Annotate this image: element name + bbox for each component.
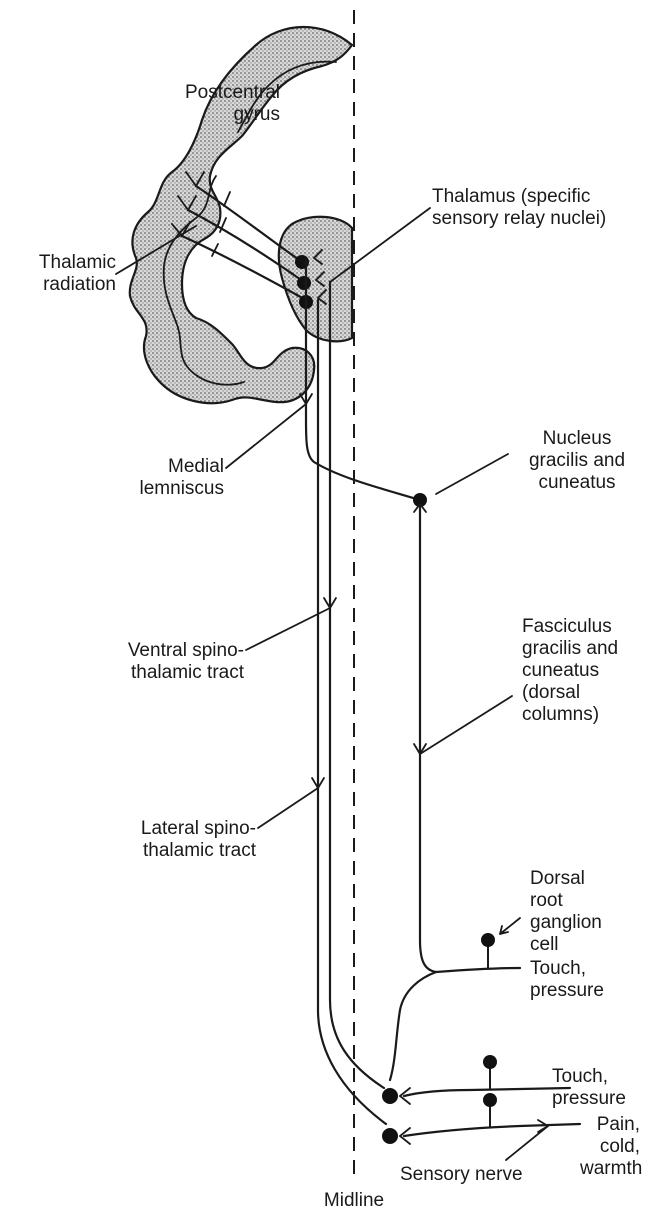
label-line: thalamic tract: [90, 662, 244, 684]
pain-cold-warmth-nerve: [404, 1124, 580, 1136]
dorsal-column-fiber: [420, 506, 436, 972]
lateral-tract-cell-body: [382, 1128, 398, 1144]
label-line: Touch,: [552, 1066, 626, 1088]
label-line: Nucleus: [522, 428, 632, 450]
touch-pressure-collateral-1: [390, 972, 436, 1080]
label-line: sensory relay nuclei): [432, 208, 606, 230]
label-line: warmth: [580, 1158, 640, 1180]
thalamus-nucleus: [279, 217, 352, 342]
label-line: Lateral spino-: [100, 818, 256, 840]
lateral-spinothalamic-tract: [318, 300, 386, 1124]
label-line: Sensory nerve: [400, 1164, 523, 1186]
ventral-tract-cell-body: [382, 1088, 398, 1104]
label-line: cell: [530, 934, 602, 956]
label-fasciculus: Fasciculus gracilis and cuneatus (dorsal…: [522, 616, 618, 726]
label-line: Thalamic: [0, 252, 116, 274]
label-line: cold,: [580, 1136, 640, 1158]
label-touch-pressure-2: Touch, pressure: [552, 1066, 626, 1110]
label-line: thalamic tract: [100, 840, 256, 862]
dorsal-root-ganglion-cell-1: [481, 933, 495, 947]
label-line: (dorsal: [522, 682, 618, 704]
label-touch-pressure-1: Touch, pressure: [530, 958, 604, 1002]
label-pain-cold-warmth: Pain, cold, warmth: [580, 1114, 640, 1180]
label-line: Touch,: [530, 958, 604, 980]
leader-nucleus-gracilis: [436, 454, 508, 494]
label-lateral-tract: Lateral spino- thalamic tract: [100, 818, 256, 862]
label-sensory-nerve: Sensory nerve: [400, 1164, 523, 1186]
label-line: gyrus: [150, 104, 280, 126]
label-line: root: [530, 890, 602, 912]
touch-pressure-nerve-1: [436, 968, 520, 972]
leader-sensory-nerve: [506, 1126, 548, 1160]
label-postcentral-gyrus: Postcentral gyrus: [150, 82, 280, 126]
label-line: radiation: [0, 274, 116, 296]
leader-fasciculus: [420, 696, 512, 754]
label-line: Ventral spino-: [90, 640, 244, 662]
label-line: Midline: [304, 1190, 404, 1212]
dorsal-root-ganglion-cell-3: [483, 1093, 497, 1107]
label-line: Medial: [100, 456, 224, 478]
leader-lateral-tract: [258, 788, 318, 828]
label-line: lemniscus: [100, 478, 224, 500]
label-line: gracilis and: [522, 450, 632, 472]
label-line: cuneatus: [522, 472, 632, 494]
ventral-spinothalamic-tract: [330, 282, 384, 1088]
leader-medial-lemniscus: [226, 404, 306, 468]
label-line: pressure: [530, 980, 604, 1002]
label-line: Thalamus (specific: [432, 186, 606, 208]
drg-pointer-arrow: [500, 918, 520, 934]
label-line: Postcentral: [150, 82, 280, 104]
label-line: cuneatus: [522, 660, 618, 682]
label-medial-lemniscus: Medial lemniscus: [100, 456, 224, 500]
label-ventral-tract: Ventral spino- thalamic tract: [90, 640, 244, 684]
label-line: ganglion: [530, 912, 602, 934]
label-line: Fasciculus: [522, 616, 618, 638]
dorsal-root-ganglion-cell-2: [483, 1055, 497, 1069]
thalamic-relay-neuron-2: [297, 276, 311, 290]
label-line: Dorsal: [530, 868, 602, 890]
label-thalamic-radiation: Thalamic radiation: [0, 252, 116, 296]
label-line: gracilis and: [522, 638, 618, 660]
label-midline: Midline: [304, 1190, 404, 1212]
label-line: pressure: [552, 1088, 626, 1110]
label-nucleus-gracilis: Nucleus gracilis and cuneatus: [522, 428, 632, 494]
label-line: Pain,: [580, 1114, 640, 1136]
label-line: columns): [522, 704, 618, 726]
label-thalamus: Thalamus (specific sensory relay nuclei): [432, 186, 606, 230]
label-dorsal-root-ganglion-cell: Dorsal root ganglion cell: [530, 868, 602, 956]
